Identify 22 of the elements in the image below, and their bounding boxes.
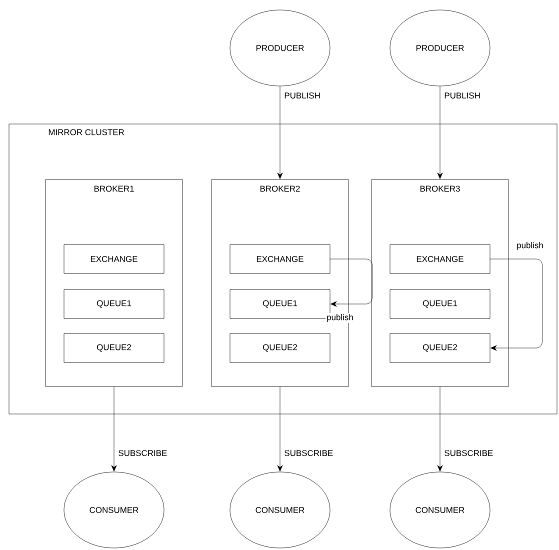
component-box: QUEUE1 (64, 289, 164, 319)
edge-label: SUBSCRIBE (283, 449, 334, 458)
edge-label: publish (516, 241, 544, 251)
component-box: EXCHANGE (390, 244, 490, 274)
component-box: QUEUE2 (230, 333, 330, 363)
edge-label: SUBSCRIBE (443, 449, 494, 458)
arrow (277, 386, 283, 472)
component-box: EXCHANGE (230, 244, 330, 274)
arrow (437, 386, 443, 472)
arrow (437, 86, 443, 179)
edge-label: PUBLISH (443, 92, 482, 100)
component-box: QUEUE1 (390, 289, 490, 319)
arrow (330, 258, 372, 307)
arrow (111, 386, 117, 472)
component-box: EXCHANGE (64, 244, 164, 274)
component-box: QUEUE2 (390, 333, 490, 363)
arrow (490, 258, 542, 351)
edge-label: publish (326, 313, 354, 323)
arrow (277, 86, 283, 179)
component-box: QUEUE2 (64, 333, 164, 363)
edge-label: SUBSCRIBE (117, 449, 168, 458)
edge-label: PUBLISH (283, 92, 322, 100)
